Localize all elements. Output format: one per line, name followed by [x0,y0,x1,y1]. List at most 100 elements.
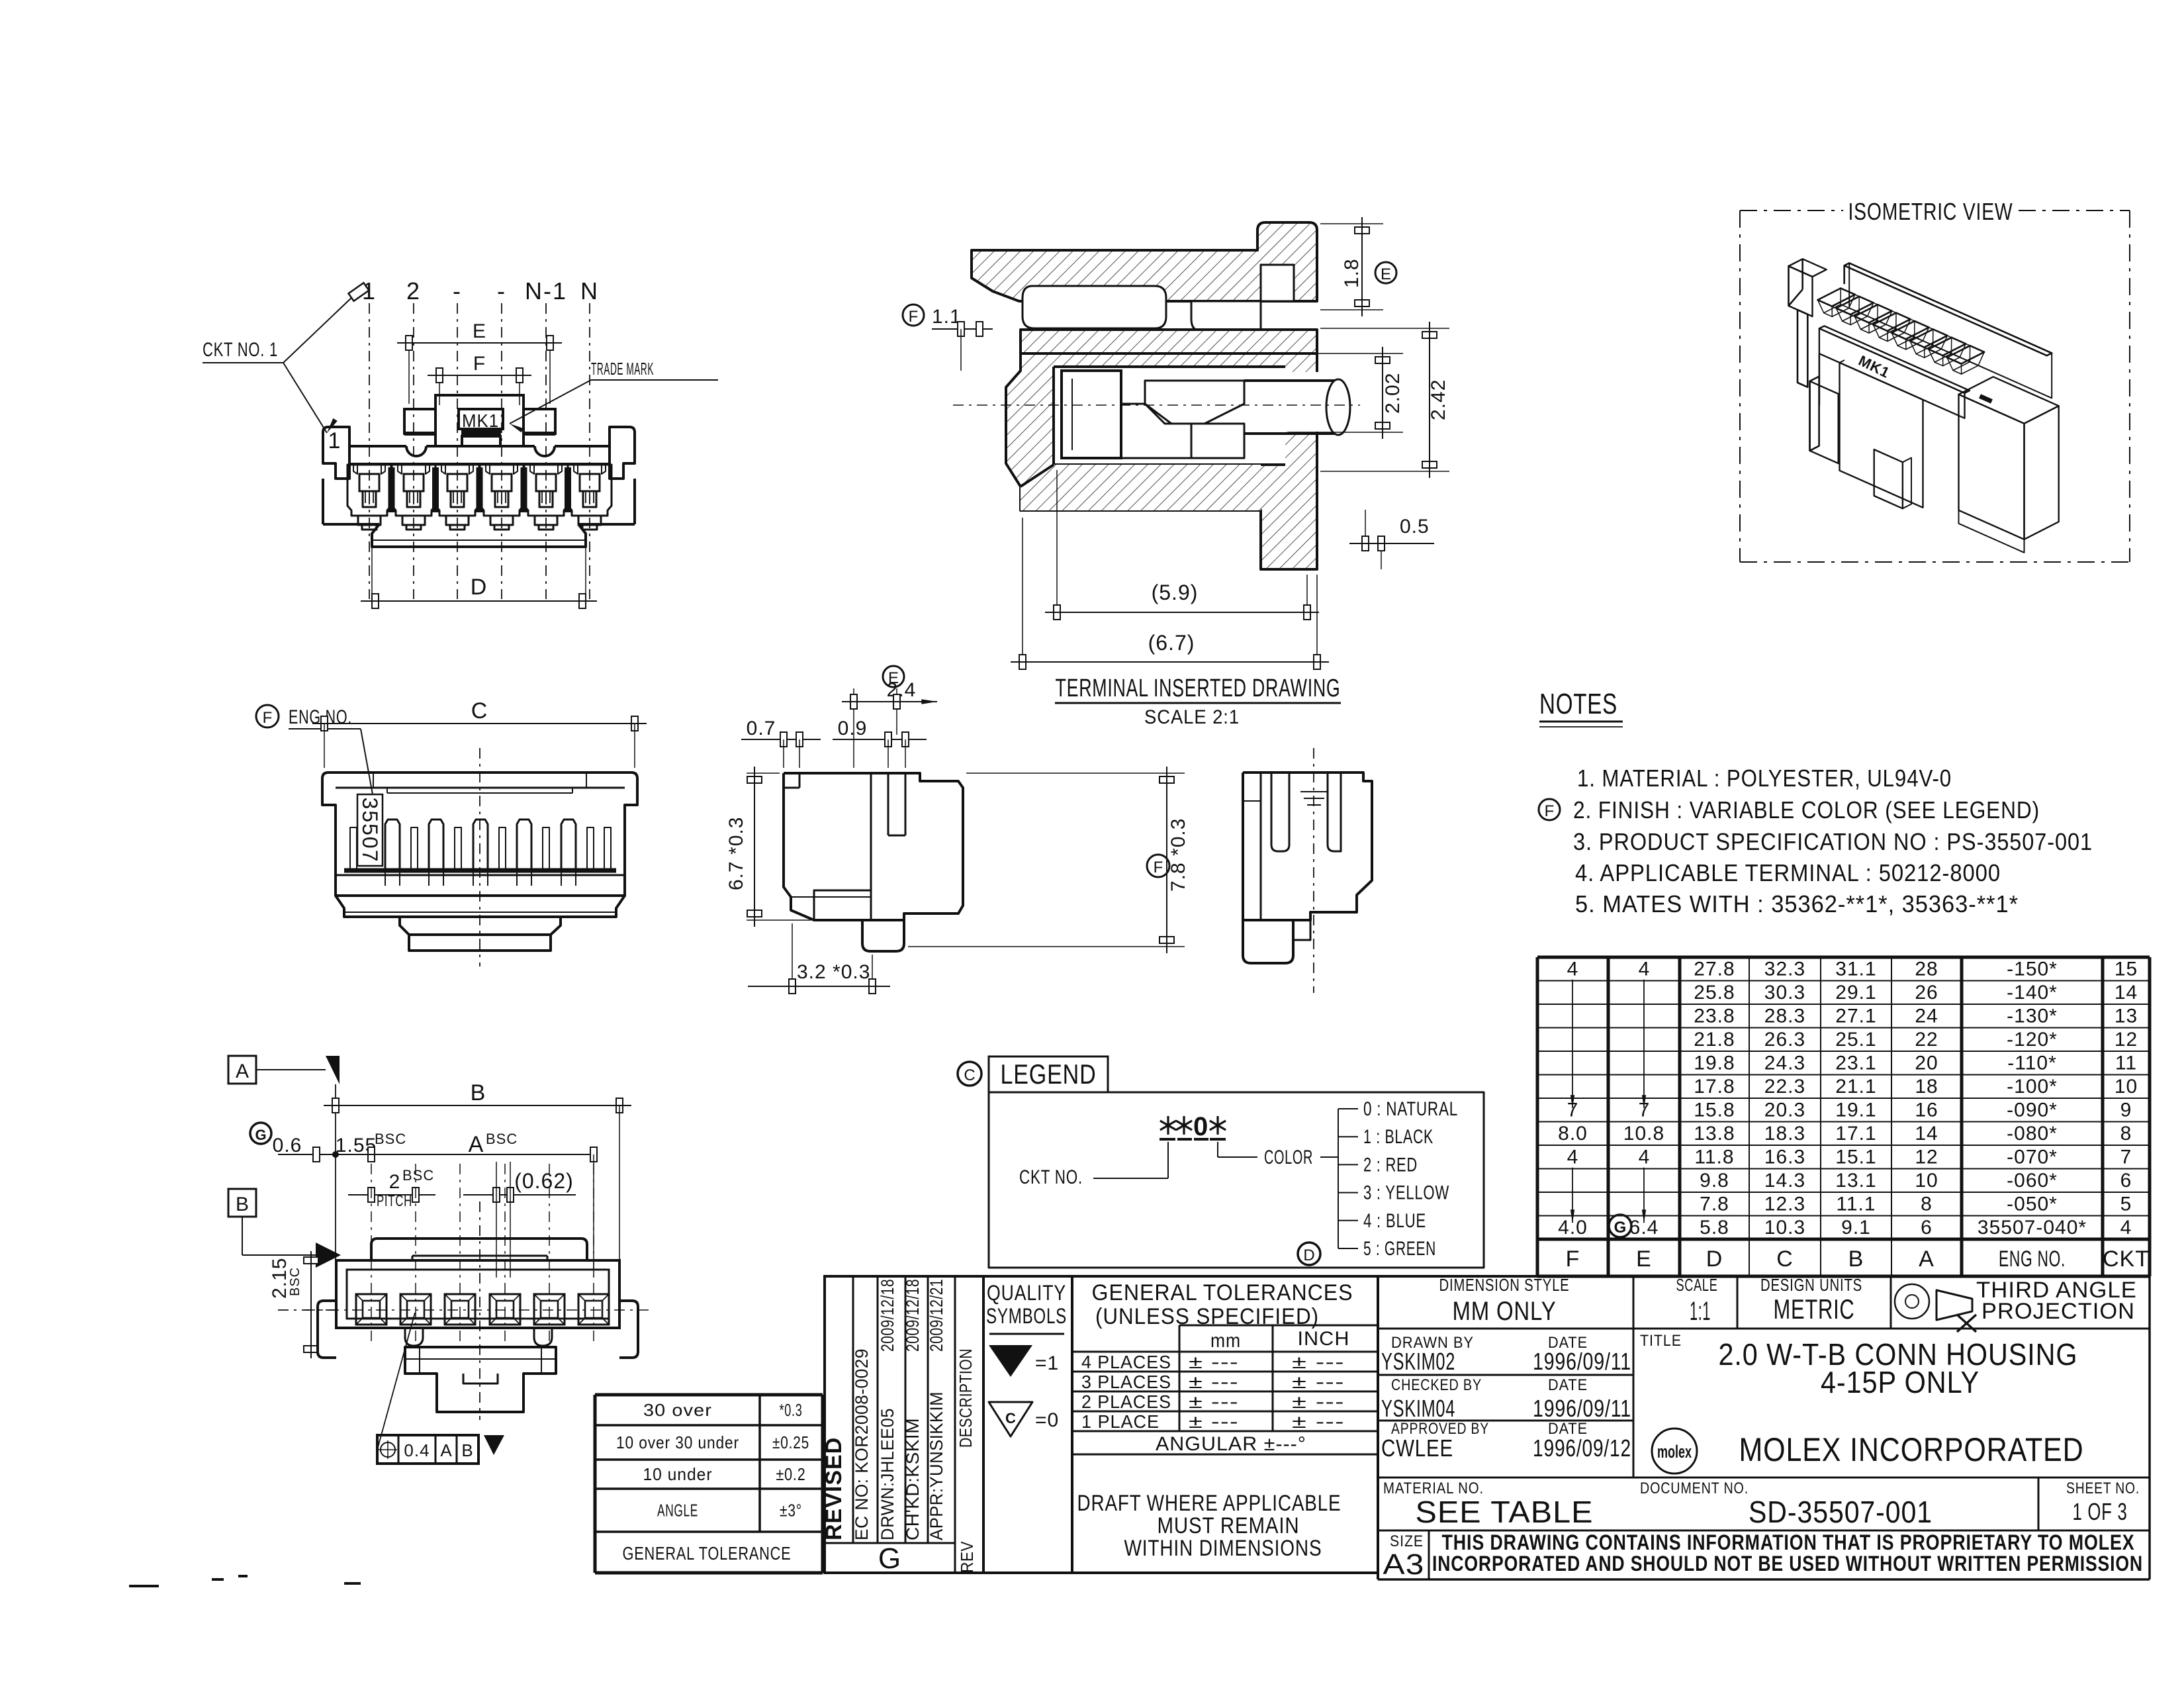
svg-text:21.1: 21.1 [1835,1076,1876,1098]
svg-text:-060*: -060* [2007,1170,2058,1192]
svg-text:A: A [469,1132,484,1157]
svg-text:11: 11 [2115,1053,2137,1074]
svg-text:QUALITY: QUALITY [987,1281,1066,1305]
svg-text:18.3: 18.3 [1764,1123,1805,1145]
svg-text:2.4: 2.4 [887,679,917,701]
svg-text:A3: A3 [1383,1548,1425,1581]
svg-text:10 over 30 under: 10 over 30 under [616,1432,739,1452]
svg-text:12: 12 [2115,1029,2138,1051]
svg-text:YSKIM02: YSKIM02 [1381,1348,1455,1375]
svg-text:CHECKED BY: CHECKED BY [1391,1376,1482,1394]
svg-text:(5.9): (5.9) [1152,581,1199,604]
svg-text:F: F [909,308,919,326]
svg-text:4: 4 [1567,1147,1578,1168]
svg-text:DESIGN UNITS: DESIGN UNITS [1760,1275,1862,1295]
svg-text:2: 2 [389,1171,400,1193]
svg-text:± ---: ± --- [1292,1372,1345,1392]
svg-text:2: 2 [406,277,421,305]
svg-text:DRAWN BY: DRAWN BY [1391,1334,1474,1352]
svg-text:A: A [440,1440,452,1460]
svg-text:0.5: 0.5 [1400,516,1430,538]
svg-text:INCORPORATED AND SHOULD NOT BE: INCORPORATED AND SHOULD NOT BE USED WITH… [1432,1552,2143,1575]
svg-text:8: 8 [1921,1194,1933,1215]
svg-text:3 PLACES: 3 PLACES [1081,1372,1171,1392]
svg-text:11.1: 11.1 [1836,1194,1876,1215]
svg-text:1 OF 3: 1 OF 3 [2073,1498,2128,1525]
svg-text:± ---: ± --- [1189,1352,1239,1372]
svg-text:INCH: INCH [1298,1328,1350,1350]
svg-text:28: 28 [1915,959,1938,980]
svg-text:1 PLACE: 1 PLACE [1081,1411,1160,1432]
svg-text:F: F [473,353,485,375]
svg-text:C: C [471,698,488,724]
svg-text:DATE: DATE [1548,1420,1588,1438]
svg-text:7: 7 [1639,1100,1650,1121]
svg-text:MUST REMAIN: MUST REMAIN [1158,1513,1300,1538]
svg-text:10: 10 [2115,1076,2138,1098]
svg-text:10: 10 [1915,1170,1938,1192]
svg-text:8.0: 8.0 [1558,1123,1588,1145]
svg-text:20: 20 [1915,1053,1938,1074]
svg-text:26.3: 26.3 [1764,1029,1805,1051]
svg-text:5: 5 [2120,1194,2132,1215]
svg-text:1.8: 1.8 [1341,258,1363,288]
svg-text:B: B [471,1080,486,1105]
svg-text:SCALE 2:1: SCALE 2:1 [1144,706,1240,728]
svg-text:DRWN:JHLEE05: DRWN:JHLEE05 [878,1408,897,1540]
svg-text:10 under: 10 under [643,1464,713,1484]
svg-text:-140*: -140* [2007,982,2058,1004]
svg-text:2. FINISH : VARIABLE COLOR (SE: 2. FINISH : VARIABLE COLOR (SEE LEGEND) [1573,796,2040,823]
svg-text:-070*: -070* [2007,1147,2058,1168]
svg-text:26: 26 [1915,982,1938,1004]
svg-text:A: A [1919,1246,1934,1272]
svg-text:23.1: 23.1 [1835,1053,1876,1074]
svg-text:30.3: 30.3 [1764,982,1805,1004]
svg-text:7: 7 [2120,1147,2132,1168]
svg-text:SEE TABLE: SEE TABLE [1416,1495,1594,1529]
svg-text:9.8: 9.8 [1700,1170,1729,1192]
svg-text:28.3: 28.3 [1764,1006,1805,1027]
svg-text:CKT: CKT [2103,1246,2150,1272]
svg-text:27.8: 27.8 [1694,959,1735,980]
svg-text:BSC: BSC [486,1131,518,1147]
svg-text:10.3: 10.3 [1764,1217,1805,1239]
svg-text:24: 24 [1915,1006,1938,1027]
svg-text:14: 14 [1915,1123,1938,1145]
svg-text:35507-040*: 35507-040* [1978,1217,2087,1239]
svg-text:11.8: 11.8 [1694,1147,1734,1168]
svg-text:ENG NO.: ENG NO. [1999,1246,2066,1272]
svg-text:APPR:YUNSIKKIM: APPR:YUNSIKKIM [927,1391,946,1540]
svg-text:23.8: 23.8 [1694,1006,1735,1027]
svg-text:18: 18 [1915,1076,1938,1098]
svg-text:1.1: 1.1 [932,306,962,328]
svg-text:14.3: 14.3 [1764,1170,1805,1192]
svg-text:CKT NO.: CKT NO. [1019,1166,1083,1188]
svg-text:12.3: 12.3 [1764,1194,1805,1215]
svg-text:D: D [1303,1246,1314,1264]
svg-text:9: 9 [2120,1100,2132,1121]
svg-text:MK1: MK1 [1856,352,1892,381]
svg-text:B: B [236,1194,249,1215]
svg-text:SCALE: SCALE [1676,1275,1718,1295]
svg-text:±0.25: ±0.25 [772,1432,809,1452]
svg-text:4-15P ONLY: 4-15P ONLY [1821,1365,1979,1399]
svg-text:DATE: DATE [1548,1334,1588,1352]
svg-text:BSC: BSC [288,1267,302,1296]
svg-text:4: 4 [1567,959,1578,980]
svg-text:±3°: ±3° [780,1501,802,1521]
svg-text:4: 4 [1639,1147,1650,1168]
svg-text:APPROVED BY: APPROVED BY [1391,1420,1489,1438]
svg-text:4 : BLUE: 4 : BLUE [1363,1210,1426,1232]
svg-text:± ---: ± --- [1189,1391,1239,1412]
svg-text:6.7 *0.3: 6.7 *0.3 [725,817,747,890]
svg-text:F: F [263,709,273,727]
svg-text:CWLEE: CWLEE [1381,1434,1453,1462]
svg-text:*0.3: *0.3 [780,1400,803,1420]
svg-text:B: B [1848,1246,1864,1272]
svg-text:ANGULAR ±---°: ANGULAR ±---° [1156,1433,1306,1455]
svg-text:±0.2: ±0.2 [776,1464,806,1484]
svg-text:22: 22 [1915,1029,1938,1051]
svg-text:MATERIAL NO.: MATERIAL NO. [1383,1479,1484,1497]
svg-text:METRIC: METRIC [1774,1293,1855,1325]
svg-text:0.4: 0.4 [404,1440,430,1460]
